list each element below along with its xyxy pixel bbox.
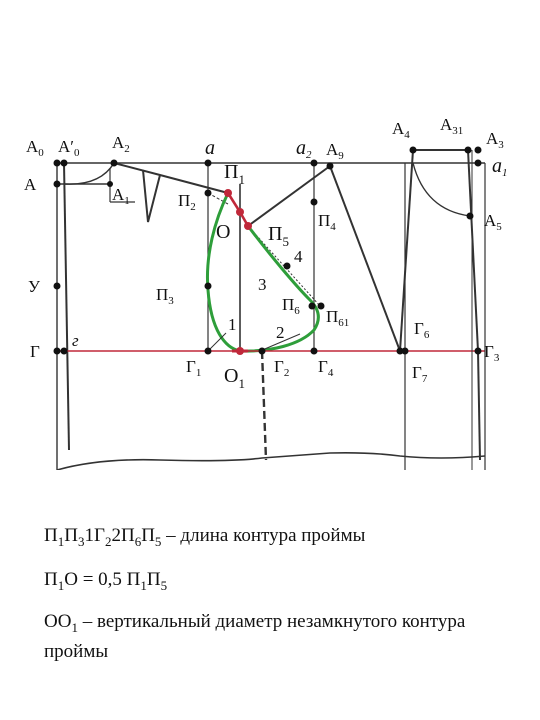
point-g-2 xyxy=(60,347,68,355)
label-3: 3 xyxy=(258,275,267,294)
label-a0p: А′0 xyxy=(58,137,80,159)
accent-points xyxy=(224,189,252,355)
point-4 xyxy=(283,262,291,270)
label-g7: Г7 xyxy=(412,363,428,385)
back-neck-curve xyxy=(412,162,471,217)
label-a: А xyxy=(24,175,37,194)
back-edge-lower xyxy=(477,350,481,461)
point-p4 xyxy=(310,198,318,206)
label-a0: А0 xyxy=(26,137,44,159)
label-g1: Г1 xyxy=(186,357,201,379)
label-a5: А5 xyxy=(484,211,502,233)
side-seam-dashed xyxy=(260,350,268,461)
neck-curve xyxy=(63,162,115,185)
label-a2-lower: a2 xyxy=(296,137,312,161)
armhole-construction-diagram: А0 А′0 А2 А А1 a П1 П2 О П5 a2 А9 П4 4 3… xyxy=(24,115,508,470)
point-g2 xyxy=(258,347,266,355)
caption-p1o-formula: П1О = 0,5 П1П5 xyxy=(44,569,168,593)
point-g7 xyxy=(396,347,404,355)
label-p5: П5 xyxy=(268,223,289,249)
caption-armhole-length: П1П31Г22П6П5 – длина контура проймы xyxy=(44,525,366,549)
label-g: Г xyxy=(30,342,40,361)
label-p6: П6 xyxy=(282,295,300,317)
construction-1 xyxy=(207,332,227,352)
point-p5 xyxy=(244,222,252,230)
point-a0p xyxy=(60,159,68,167)
point-g4 xyxy=(310,347,318,355)
point-g1 xyxy=(204,347,212,355)
a9-g7-line xyxy=(329,165,401,352)
back-a4-vertical xyxy=(399,149,414,352)
point-g6 xyxy=(401,347,409,355)
label-a2: А2 xyxy=(112,133,130,155)
label-a31: А31 xyxy=(440,115,463,137)
label-u: У xyxy=(28,277,41,296)
label-p61: П61 xyxy=(326,307,349,329)
label-4: 4 xyxy=(294,247,303,266)
label-a1-right: a1 xyxy=(492,155,508,179)
construction-2 xyxy=(259,333,301,352)
shoulder-line xyxy=(113,162,229,194)
point-a xyxy=(53,180,61,188)
point-a2 xyxy=(110,159,118,167)
labels: А0 А′0 А2 А А1 a П1 П2 О П5 a2 А9 П4 4 3… xyxy=(24,115,508,391)
label-p2: П2 xyxy=(178,191,196,213)
point-a1 xyxy=(107,181,113,187)
p2-dash xyxy=(207,192,229,205)
point-a5 xyxy=(466,212,474,220)
point-a0 xyxy=(53,159,61,167)
point-p3 xyxy=(204,282,212,290)
back-edge-a3 xyxy=(467,149,479,352)
point-a9 xyxy=(326,162,334,170)
label-2: 2 xyxy=(276,323,285,342)
label-a4: А4 xyxy=(392,119,410,141)
left-edge xyxy=(63,162,70,451)
point-p6 xyxy=(308,302,316,310)
label-g3: Г3 xyxy=(484,342,500,364)
label-g-italic: г xyxy=(72,331,79,350)
point-a4 xyxy=(409,146,417,154)
point-p61 xyxy=(317,302,325,310)
point-a3 xyxy=(474,146,482,154)
label-p1: П1 xyxy=(224,161,245,187)
shoulder-dart xyxy=(142,169,161,223)
caption-oo1-diameter: ОО1 – вертикальный диаметр незамкнутого … xyxy=(44,611,466,662)
label-a9: А9 xyxy=(326,140,344,162)
label-g2: Г2 xyxy=(274,357,289,379)
label-g4: Г4 xyxy=(318,357,334,379)
label-a1: А1 xyxy=(112,185,130,207)
point-o xyxy=(236,208,244,216)
hem-line xyxy=(56,452,486,470)
label-o: О xyxy=(216,221,230,243)
points xyxy=(53,146,482,355)
point-g xyxy=(53,347,61,355)
point-a2-top xyxy=(310,159,318,167)
point-g3 xyxy=(474,347,482,355)
point-p2 xyxy=(204,189,212,197)
label-1: 1 xyxy=(228,315,237,334)
point-p1 xyxy=(224,189,232,197)
label-g6: Г6 xyxy=(414,319,430,341)
p5-a9-line xyxy=(247,165,331,227)
label-a3: А3 xyxy=(486,129,504,151)
point-u xyxy=(53,282,61,290)
armhole-contour xyxy=(205,192,320,353)
label-p4: П4 xyxy=(318,211,336,233)
point-a-top xyxy=(204,159,212,167)
label-p3: П3 xyxy=(156,285,174,307)
label-o1: О1 xyxy=(224,365,245,391)
point-a1-right xyxy=(474,159,482,167)
point-o1 xyxy=(236,347,244,355)
point-a31 xyxy=(464,146,472,154)
label-a-lower: a xyxy=(205,137,215,159)
